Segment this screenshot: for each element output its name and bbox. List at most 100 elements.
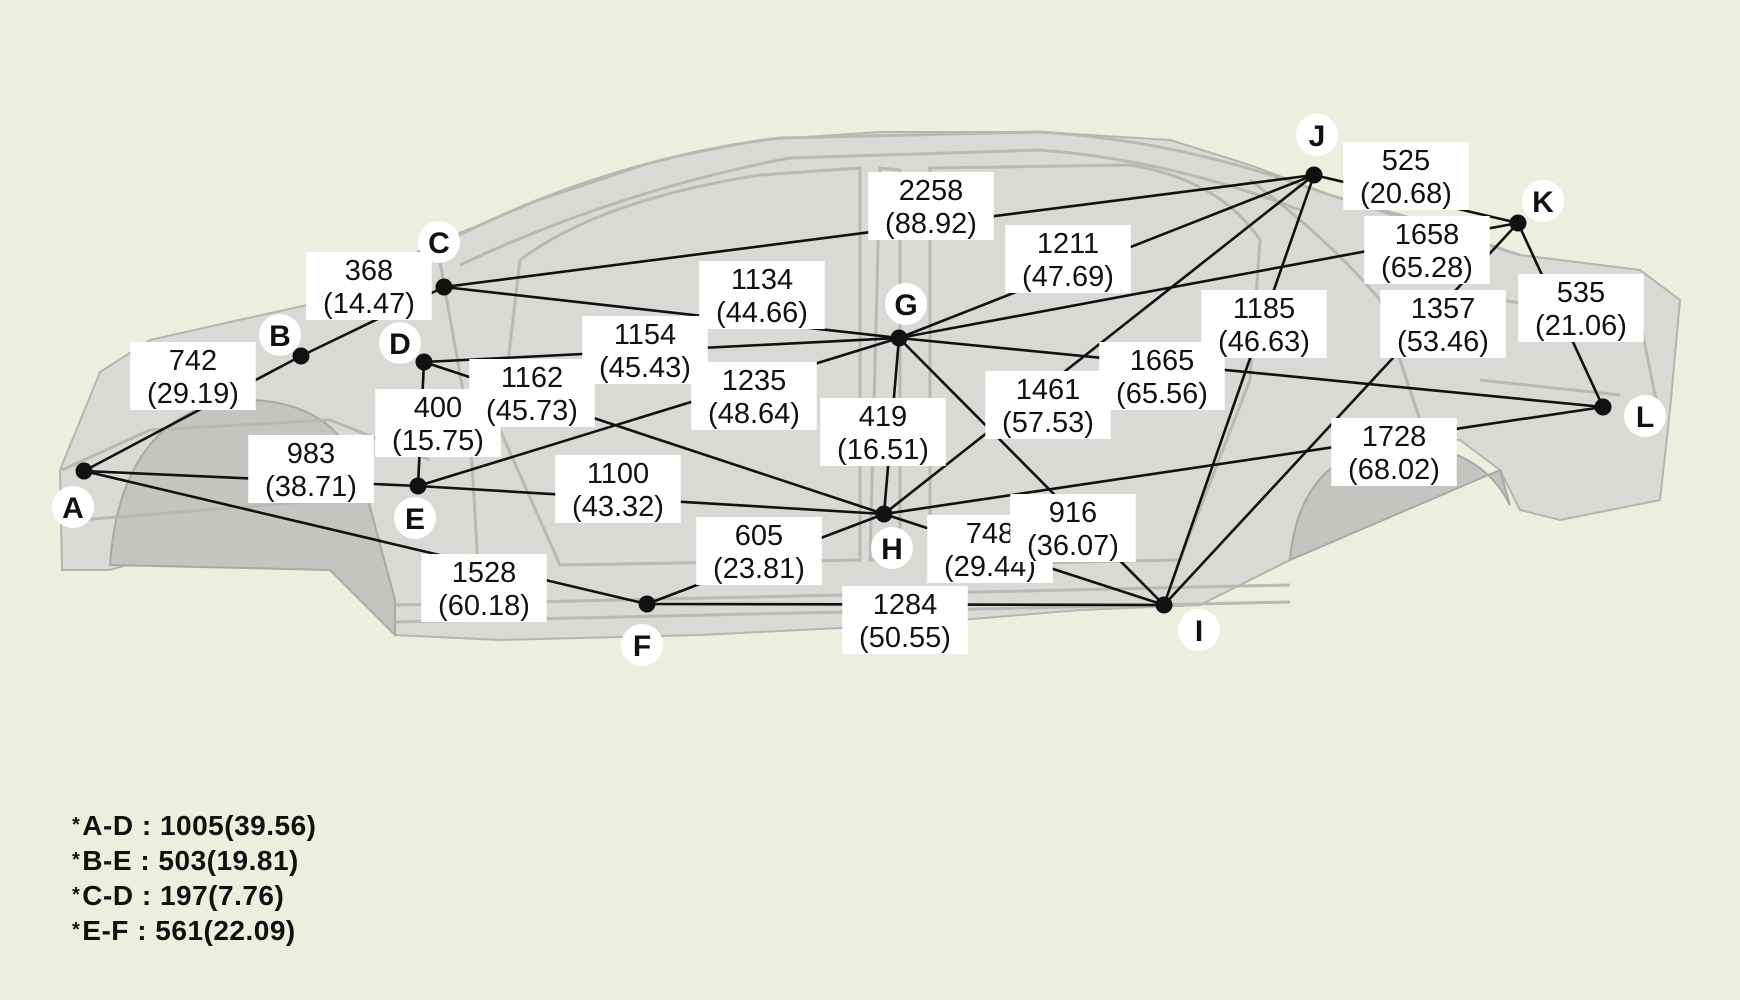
point-badge-a: A — [52, 486, 94, 528]
measurement-label-i-j: 1185(46.63) — [1201, 290, 1327, 358]
measurement-label-box — [1380, 290, 1506, 358]
point-badge-circle — [379, 322, 421, 364]
note-value: 1005(39.56) — [159, 810, 317, 841]
point-dot-l — [1594, 398, 1612, 416]
point-badge-circle — [394, 497, 436, 539]
measurement-line-h-j — [883, 173, 1315, 516]
measurement-mm: 1134 — [731, 264, 793, 296]
measurement-label-g-k: 1658(65.28) — [1364, 216, 1490, 284]
measurement-mm: 1528 — [452, 557, 517, 589]
measurement-mm: 400 — [414, 392, 462, 424]
measurement-inch: (29.19) — [147, 378, 239, 410]
measurement-inch: (16.51) — [837, 434, 929, 466]
measurement-inch: (43.32) — [572, 491, 664, 523]
point-dot-b — [292, 347, 310, 365]
note-star: * — [72, 884, 81, 906]
measurement-label-box — [306, 252, 432, 320]
measurement-label-box — [1010, 494, 1136, 562]
measurement-label-box — [820, 398, 946, 466]
measurement-mm: 535 — [1557, 277, 1605, 309]
measurement-mm: 1100 — [587, 458, 649, 490]
measurement-line-c-g — [443, 285, 900, 340]
measurement-line-a-b — [83, 354, 302, 473]
measurement-label-a-f: 1528(60.18) — [421, 554, 547, 622]
measurement-label-box — [555, 455, 681, 523]
measurement-label-a-b: 742(29.19) — [130, 342, 256, 410]
measurement-label-box — [985, 371, 1111, 439]
point-label: L — [1636, 401, 1654, 434]
point-dot-j — [1305, 166, 1323, 184]
measurement-inch: (88.92) — [885, 208, 977, 240]
measurement-mm: 1658 — [1395, 219, 1460, 251]
point-label: D — [389, 328, 411, 361]
measurement-inch: (57.53) — [1002, 407, 1094, 439]
measurement-inch: (60.18) — [438, 590, 530, 622]
point-dot-h — [875, 505, 893, 523]
measurement-label-b-c: 368(14.47) — [306, 252, 432, 320]
note-row: *C-D : 197(7.76) — [72, 878, 316, 913]
measurement-mm: 1728 — [1362, 421, 1427, 453]
point-dot-d — [415, 353, 433, 371]
measurement-inch: (20.68) — [1360, 178, 1452, 210]
measurement-label-g-j: 1211(47.69) — [1005, 225, 1131, 293]
measurement-label-box — [582, 316, 708, 384]
measurement-label-d-g: 1154(45.43) — [582, 316, 708, 384]
measurement-mm: 1357 — [1411, 293, 1476, 325]
measurement-mm: 1665 — [1130, 345, 1195, 377]
measurement-label-box — [469, 359, 595, 427]
measurement-label-box — [868, 172, 994, 240]
measurement-inch: (68.02) — [1348, 454, 1440, 486]
note-separator: : — [141, 810, 152, 841]
point-label: G — [894, 289, 917, 322]
point-badge-circle — [871, 527, 913, 569]
roof-rail — [429, 130, 1521, 257]
point-label: H — [881, 533, 903, 566]
measurement-labels: 742(29.19)368(14.47)400(15.75)983(38.71)… — [130, 142, 1644, 654]
measurement-mm: 1162 — [501, 362, 563, 394]
point-badge-circle — [621, 624, 663, 666]
point-badge-c: C — [418, 221, 460, 263]
measurement-mm: 1284 — [873, 589, 938, 621]
note-star: * — [72, 849, 81, 871]
measurement-mm: 1154 — [614, 319, 676, 351]
measurement-label-d-h: 1162(45.73) — [469, 359, 595, 427]
note-star: * — [72, 919, 81, 941]
note-value: 503(19.81) — [158, 845, 299, 876]
measurement-mm: 1211 — [1037, 228, 1099, 260]
point-label: K — [1532, 186, 1554, 219]
point-badge-l: L — [1624, 395, 1666, 437]
measurement-label-box — [421, 554, 547, 622]
measurement-line-i-k — [1163, 222, 1519, 606]
measurement-label-box — [248, 435, 374, 503]
measurement-label-h-j: 1461(57.53) — [985, 371, 1111, 439]
measurement-line-i-j — [1162, 174, 1316, 606]
point-label: F — [633, 630, 651, 663]
measurement-label-k-l: 535(21.06) — [1518, 274, 1644, 342]
note-value: 197(7.76) — [159, 880, 285, 911]
measurement-mm: 1185 — [1233, 293, 1295, 325]
point-label: E — [405, 503, 425, 536]
measurement-label-c-j: 2258(88.92) — [868, 172, 994, 240]
point-badge-i: I — [1178, 609, 1220, 651]
measurement-inch: (48.64) — [708, 398, 800, 430]
measurement-label-box — [1005, 225, 1131, 293]
point-dot-g — [890, 329, 908, 347]
measurement-label-c-g: 1134(44.66) — [699, 261, 825, 329]
point-badge-e: E — [394, 497, 436, 539]
point-dot-i — [1155, 596, 1173, 614]
measurement-label-f-h: 605(23.81) — [696, 517, 822, 585]
point-badge-f: F — [621, 624, 663, 666]
note-value: 561(22.09) — [155, 915, 296, 946]
point-badge-d: D — [379, 322, 421, 364]
measurement-inch: (45.73) — [486, 395, 578, 427]
note-row: *B-E : 503(19.81) — [72, 843, 316, 878]
measurement-inch: (65.56) — [1116, 378, 1208, 410]
measurement-inch: (44.66) — [716, 297, 808, 329]
point-dot-e — [409, 477, 427, 495]
note-separator: : — [141, 880, 152, 911]
point-dot-c — [435, 278, 453, 296]
measurement-label-box — [1201, 290, 1327, 358]
measurement-label-g-i: 916(36.07) — [1010, 494, 1136, 562]
note-row: *A-D : 1005(39.56) — [72, 808, 316, 843]
measurement-label-i-k: 1357(53.46) — [1380, 290, 1506, 358]
